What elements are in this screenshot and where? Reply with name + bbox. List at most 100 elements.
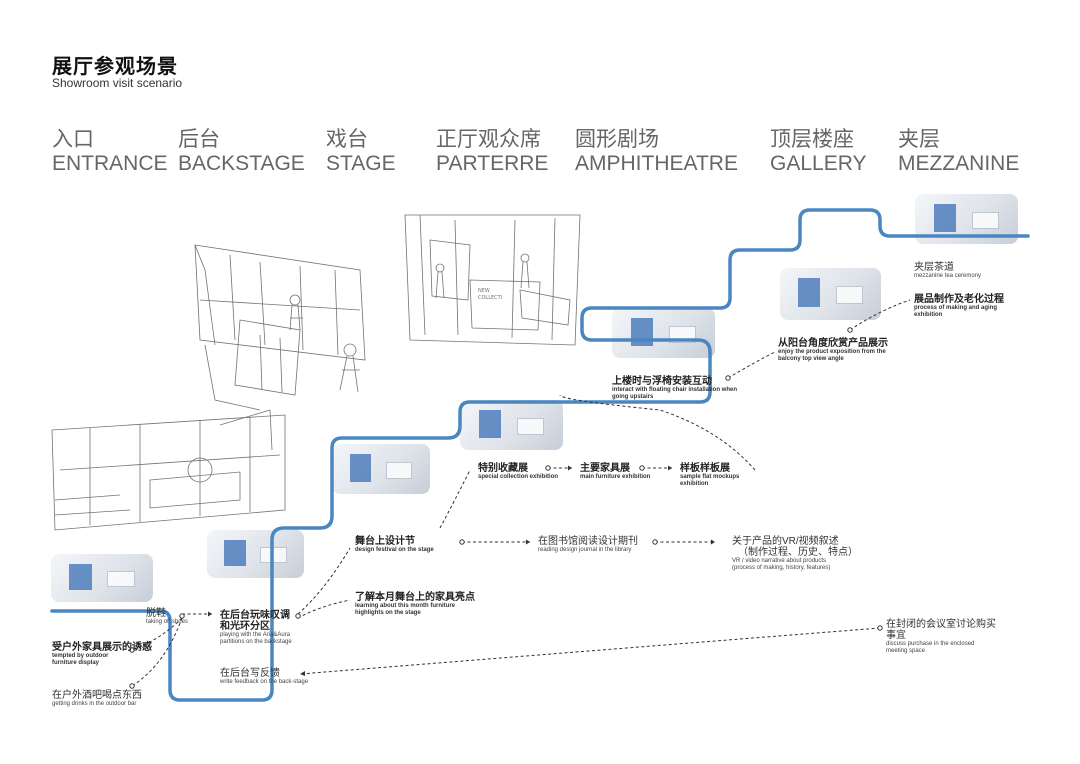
photo-stage: [332, 444, 430, 494]
connector-entrance-bar: [131, 617, 183, 687]
label-tea-ceremony: 夹层茶道 mezzanine tea ceremony: [914, 262, 981, 280]
label-design-festival-cn: 舞台上设计节: [355, 536, 415, 547]
label-vr-narrative-cn: 关于产品的VR/视频叙述: [732, 536, 839, 547]
label-balcony-view-cn: 从阳台角度欣赏产品展示: [778, 338, 888, 349]
label-tea-ceremony-cn: 夹层茶道: [914, 262, 954, 273]
stage-stage-cn: 戏台: [326, 128, 368, 151]
label-outdoor-bar: 在户外酒吧喝点东西 getting drinks in the outdoor …: [52, 690, 162, 708]
stage-gallery-cn: 顶层楼座: [770, 128, 854, 151]
label-remove-shoes-en: taking off shoes: [146, 619, 188, 625]
label-remove-shoes: 脱鞋 taking off shoes: [146, 608, 188, 626]
label-backstage-play: 在后台玩味叹调和光环分区 playing with the Aria&Aura …: [220, 610, 300, 646]
connector-meeting-feedback: [299, 627, 881, 675]
stage-entrance: 入口 ENTRANCE: [52, 128, 168, 176]
stage-stage-en: STAGE: [326, 152, 396, 175]
stage-backstage: 后台 BACKSTAGE: [178, 128, 305, 176]
photo-parterre: [460, 400, 563, 450]
label-floating-chair: 上楼时与浮椅安装互动 interact with floating chair …: [612, 376, 742, 401]
label-learn-highlights-en: learning about this month furniture high…: [355, 603, 455, 616]
visitor-route: [50, 208, 1030, 702]
stage-mezzanine-cn: 夹层: [898, 128, 940, 151]
photo-entrance: [51, 554, 153, 602]
label-special-collection: 特别收藏展 special collection exhibition: [478, 463, 563, 481]
connector-backstage-stage1: [297, 547, 351, 615]
label-tea-ceremony-en: mezzanine tea ceremony: [914, 273, 982, 279]
label-backstage-feedback-en: write feedback on the back-stage: [220, 679, 309, 685]
label-design-festival: 舞台上设计节 design festival on the stage: [355, 536, 434, 554]
label-sample-flat-en: sample flat mockups exhibition: [680, 474, 740, 487]
stage-gallery-en: GALLERY: [770, 152, 867, 175]
stage-parterre-cn: 正厅观众席: [436, 128, 541, 151]
label-meeting-room: 在封闭的会议室讨论购买事宜 discuss purchase in the en…: [886, 619, 1001, 655]
label-making-aging: 展品制作及老化过程 process of making and aging ex…: [914, 294, 1024, 319]
label-vr-narrative: 关于产品的VR/视频叙述 （制作过程、历史、特点） VR / video nar…: [732, 536, 858, 572]
label-balcony-view: 从阳台角度欣赏产品展示 enjoy the product exposition…: [778, 338, 908, 363]
label-sample-flat-cn: 样板样板展: [680, 463, 730, 474]
photo-gallery: [780, 268, 881, 320]
label-main-furniture-cn: 主要家具展: [580, 463, 630, 474]
stage-gallery: 顶层楼座 GALLERY: [770, 128, 867, 176]
label-backstage-play-en: playing with the Aria&Aura partitions on…: [220, 632, 292, 645]
page-subtitle: Showroom visit scenario: [52, 76, 183, 90]
photo-amphitheatre: [612, 308, 715, 358]
label-backstage-feedback: 在后台写反馈 write feedback on the back-stage: [220, 668, 320, 686]
label-meeting-room-en: discuss purchase in the enclosed meeting…: [886, 641, 975, 654]
stage-mezzanine-en: MEZZANINE: [898, 152, 1020, 175]
label-floating-chair-en: interact with floating chair installatio…: [612, 387, 738, 400]
label-outdoor-bar-cn: 在户外酒吧喝点东西: [52, 690, 142, 701]
connector-flat-floating: [559, 394, 756, 471]
stage-amphitheatre-en: AMPHITHEATRE: [575, 152, 738, 175]
label-read-journal-en: reading design journal in the library: [538, 547, 632, 553]
sketch-stage: NEW COLLECTI: [404, 214, 581, 346]
connector-entrance-outdoor: [131, 617, 183, 651]
sketch-backstage: [194, 244, 366, 411]
stage-amphitheatre: 圆形剧场 AMPHITHEATRE: [575, 128, 738, 176]
stage-parterre: 正厅观众席 PARTERRE: [436, 128, 548, 176]
connector-balcony-making: [849, 299, 911, 331]
stage-backstage-cn: 后台: [178, 128, 220, 151]
label-special-collection-en: special collection exhibition: [478, 474, 559, 480]
page-title: 展厅参观场景: [52, 56, 178, 78]
label-vr-narrative-en: VR / video narrative about products: [732, 558, 827, 564]
photo-backstage: [207, 530, 304, 578]
stage-entrance-en: ENTRANCE: [52, 152, 168, 175]
label-special-collection-cn: 特别收藏展: [478, 463, 528, 474]
label-main-furniture-en: main furniture exhibition: [580, 474, 651, 480]
label-floating-chair-cn: 上楼时与浮椅安装互动: [612, 376, 712, 387]
label-balcony-view-en: enjoy the product exposition from the ba…: [778, 349, 886, 362]
label-outdoor-display-cn: 受户外家具展示的诱惑: [52, 642, 152, 653]
label-vr-narrative-en2: (process of making, history, features): [732, 565, 831, 571]
label-backstage-feedback-cn: 在后台写反馈: [220, 668, 280, 679]
sketch-entrance: [51, 409, 286, 531]
label-making-aging-cn: 展品制作及老化过程: [914, 294, 1004, 305]
svg-text:COLLECTI: COLLECTI: [478, 295, 502, 301]
label-learn-highlights: 了解本月舞台上的家具亮点 learning about this month f…: [355, 592, 485, 617]
stage-parterre-en: PARTERRE: [436, 152, 549, 175]
stage-amphitheatre-cn: 圆形剧场: [575, 128, 659, 151]
stage-entrance-cn: 入口: [52, 128, 94, 151]
label-outdoor-bar-en: getting drinks in the outdoor bar: [52, 701, 137, 707]
label-sample-flat: 样板样板展 sample flat mockups exhibition: [680, 463, 760, 488]
label-learn-highlights-cn: 了解本月舞台上的家具亮点: [355, 592, 475, 603]
label-outdoor-display-en: tempted by outdoor furniture display: [52, 653, 109, 666]
connector-backstage-stage2: [297, 599, 351, 619]
connector-floating-balcony: [727, 351, 776, 379]
label-remove-shoes-cn: 脱鞋: [146, 608, 166, 619]
label-design-festival-en: design festival on the stage: [355, 547, 434, 553]
label-backstage-play-cn: 在后台玩味叹调和光环分区: [220, 610, 290, 632]
label-outdoor-display: 受户外家具展示的诱惑 tempted by outdoor furniture …: [52, 642, 152, 667]
label-vr-narrative-cn2: （制作过程、历史、特点）: [738, 547, 858, 558]
svg-text:NEW: NEW: [478, 288, 490, 294]
label-main-furniture: 主要家具展 main furniture exhibition: [580, 463, 665, 481]
label-meeting-room-cn: 在封闭的会议室讨论购买事宜: [886, 619, 996, 641]
label-making-aging-en: process of making and aging exhibition: [914, 305, 998, 318]
label-read-journal-cn: 在图书馆阅读设计期刊: [538, 536, 638, 547]
stage-mezzanine: 夹层 MEZZANINE: [898, 128, 1019, 176]
stage-backstage-en: BACKSTAGE: [178, 152, 305, 175]
label-read-journal: 在图书馆阅读设计期刊 reading design journal in the…: [538, 536, 643, 554]
connector-stage-collection: [439, 469, 471, 529]
stage-stage: 戏台 STAGE: [326, 128, 396, 176]
